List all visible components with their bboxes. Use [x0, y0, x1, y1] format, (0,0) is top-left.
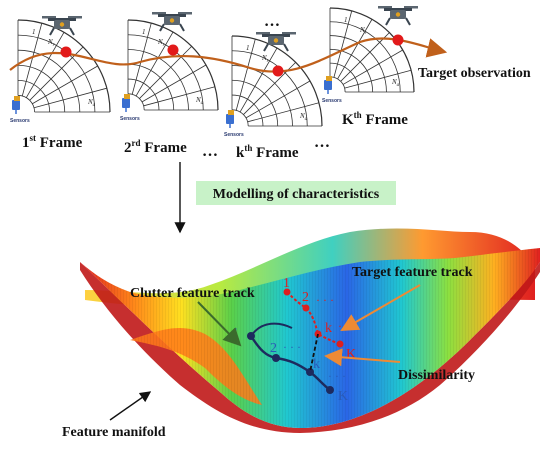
frame-k-label: kth Frame: [236, 143, 299, 161]
polar-label-nr: Nr: [261, 54, 269, 64]
frame-spoke: [141, 64, 207, 103]
clutter-track-label-K: K: [338, 389, 348, 404]
polar-label-1: 1: [246, 44, 250, 52]
target-track-label-2: 2: [302, 290, 309, 305]
frame-spoke: [239, 47, 278, 113]
frame-spoke: [245, 80, 311, 119]
feature-manifold-surface: [80, 228, 540, 433]
polar-label-na: Na: [391, 78, 400, 88]
ellipsis-between-2-k: …: [202, 143, 218, 160]
frame-spoke: [340, 32, 390, 82]
clutter-track-point-K: [326, 386, 334, 394]
polar-label-1: 1: [142, 28, 146, 36]
frame-spoke: [143, 86, 216, 107]
clutter-track-dots: · · ·: [283, 340, 301, 354]
frame-spoke: [247, 102, 320, 123]
clutter-track-point-k: [306, 368, 314, 376]
frame-spoke: [344, 69, 412, 89]
frame-spoke: [342, 49, 403, 85]
observation-dot-K: [392, 34, 404, 46]
target-track-point-1: [283, 288, 291, 296]
drones: [42, 6, 418, 52]
frame-spoke: [235, 38, 256, 111]
target-track-label-1: 1: [283, 276, 290, 291]
feature-manifold-label: Feature manifold: [62, 425, 166, 440]
modelling-box: [196, 181, 396, 205]
clutter-track-label-2: 2: [270, 341, 277, 356]
frame-spoke: [337, 19, 373, 80]
observation-dot-1: [60, 46, 72, 58]
target-track-label-K: K: [346, 347, 356, 362]
polar-label-nr: Nr: [47, 38, 55, 48]
drone-icon-4: [378, 6, 418, 26]
drone-icon-2: [152, 12, 192, 32]
drone-icon-3: [256, 32, 296, 52]
target-track-label-k: k: [325, 321, 332, 336]
polar-label-na: Na: [299, 112, 308, 122]
sensor-label: Sensors: [120, 116, 140, 122]
target-track-point-K: [336, 340, 344, 348]
frame-2-label: 2rd Frame: [124, 138, 187, 156]
clutter-track-point-2: [272, 354, 280, 362]
frame-spoke: [135, 31, 174, 97]
sensor-label: Sensors: [322, 98, 342, 104]
polar-label-nr: Nr: [359, 26, 367, 36]
frame-K-label: Kth Frame: [342, 110, 408, 128]
clutter-track-label-k: k: [313, 357, 320, 372]
frame-spoke: [333, 10, 353, 78]
frame-spoke: [25, 32, 65, 98]
clutter-track-dots-2: · · ·: [328, 369, 346, 383]
polar-label-na: Na: [87, 98, 96, 108]
polar-label-1: 1: [32, 28, 36, 36]
ellipsis-top: …: [264, 13, 280, 30]
clutter-track-point-1: [247, 332, 255, 340]
sensor-label: Sensors: [10, 118, 30, 124]
target-feature-track-arrow: [340, 284, 421, 331]
feature-manifold-arrow: [109, 391, 152, 421]
frame-spoke: [131, 22, 152, 95]
frame-spoke: [32, 65, 98, 105]
target-trajectory-curve: [9, 37, 448, 73]
clutter-feature-track: 1 2 · · · k · · · K: [232, 322, 348, 404]
sensor-label: Sensors: [224, 132, 244, 138]
observation-dot-k: [272, 65, 284, 77]
sensor-icon: [12, 96, 20, 114]
frame-1-label: 1st Frame: [22, 133, 83, 151]
target-feature-track-label: Target feature track: [352, 265, 473, 280]
clutter-feature-track-label: Clutter feature track: [130, 286, 255, 301]
target-track-dots-1: · · ·: [316, 293, 334, 307]
sensor-icon: [226, 110, 234, 128]
target-track-point-2: [302, 304, 310, 312]
frame-spoke: [139, 46, 192, 99]
polar-label-1: 1: [344, 16, 348, 24]
polar-label-na: Na: [195, 96, 204, 106]
clutter-feature-track-arrow: [197, 301, 242, 347]
target-observation-label: Target observation: [418, 66, 531, 81]
sensor-icon: [122, 94, 130, 112]
ellipsis-after-k: …: [314, 134, 330, 151]
observation-dot-2: [167, 44, 179, 56]
dissimilarity-arrow: [324, 348, 401, 367]
frame-spoke: [21, 23, 43, 97]
frame-panels: 1NrNaSensors1NrNaSensors1NrNaSensors1NrN…: [10, 7, 415, 138]
drone-icon-1: [42, 16, 82, 36]
modelling-box-label: Modelling of characteristics: [213, 187, 380, 202]
dissimilarity-label: Dissimilarity: [398, 368, 475, 383]
polar-label-nr: Nr: [157, 38, 165, 48]
frame-spoke: [33, 87, 107, 109]
sensor-icon: [324, 76, 332, 94]
